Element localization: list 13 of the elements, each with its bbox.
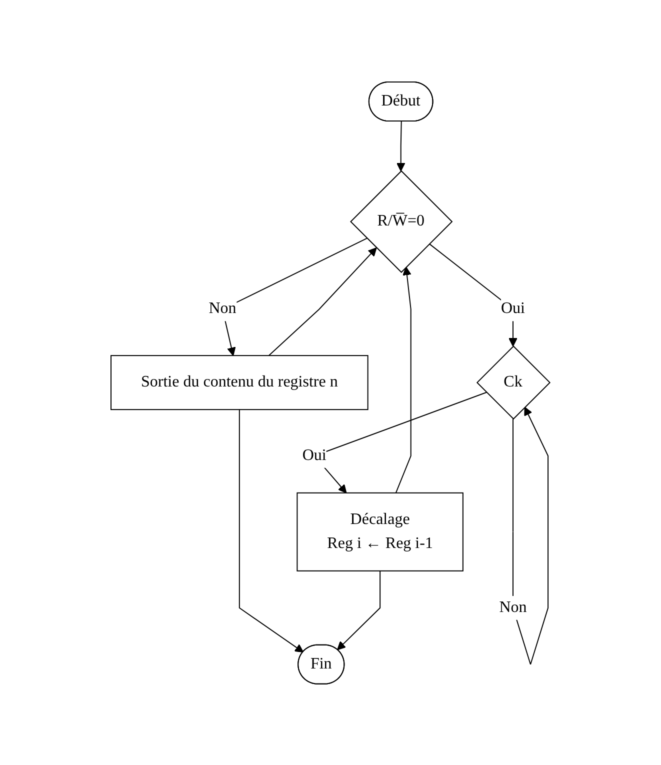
arrow [395, 266, 412, 493]
edge-label: Oui [501, 300, 526, 317]
node-diamond: R/W̅=0 [350, 170, 453, 272]
node-box: Sortie du contenu du registre n [110, 354, 368, 410]
edge-label: Oui [302, 446, 326, 464]
edge-label: Non [499, 598, 527, 616]
arrow [337, 570, 381, 650]
arrow [396, 120, 406, 171]
edge-label: Non [208, 300, 236, 317]
node-box: Décalage Reg i ← Reg i-1 [296, 492, 464, 571]
node-diamond: Ck [476, 345, 551, 420]
arrow [239, 408, 304, 652]
arrow [268, 246, 377, 356]
